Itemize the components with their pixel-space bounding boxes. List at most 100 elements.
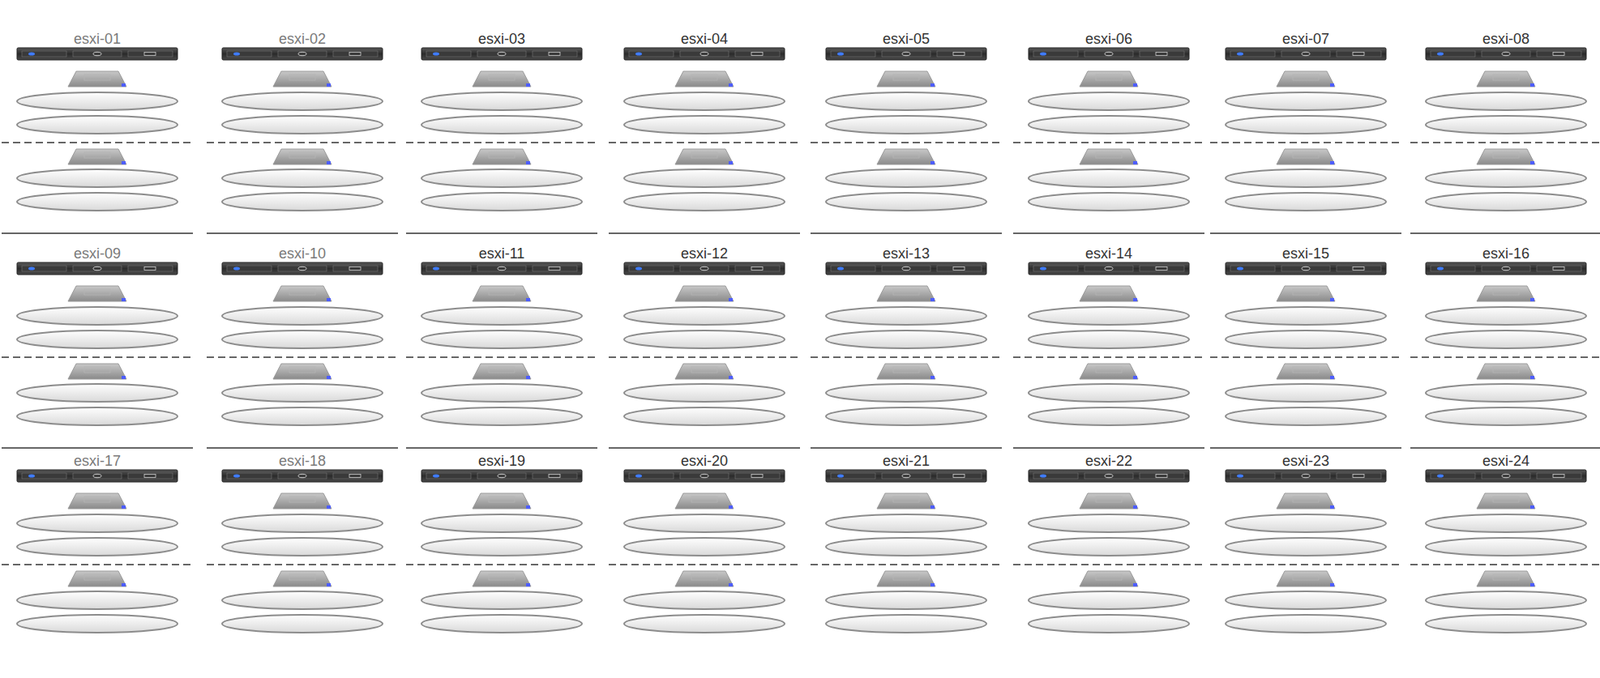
server-port [144, 267, 156, 271]
server-button [298, 266, 307, 270]
disk-platter [1425, 514, 1587, 533]
disk-platter [421, 538, 582, 557]
server-panel [128, 51, 173, 57]
server-panel [1084, 265, 1134, 272]
server-led [1236, 474, 1244, 479]
group-separator [206, 141, 398, 144]
server-panel [1033, 265, 1079, 272]
esxi-host: esxi-06 [1011, 30, 1207, 266]
server-port [548, 52, 561, 56]
host-label: esxi-12 [607, 245, 802, 262]
chip-led [1530, 505, 1535, 510]
disk-platter [1028, 92, 1190, 111]
chip-mark [289, 152, 316, 159]
disk-platter [1425, 615, 1587, 634]
ssd-chip [472, 363, 531, 380]
chip-led [728, 505, 733, 510]
row-separator [1013, 232, 1205, 235]
server-panel [426, 473, 471, 480]
server-button [1501, 51, 1511, 56]
ssd-chip [68, 571, 127, 587]
disk-platter [222, 384, 383, 403]
row-separator [1, 232, 193, 235]
chip-mark [84, 367, 111, 373]
group-separator [1013, 141, 1205, 144]
server-bar [624, 262, 785, 275]
server-led [1437, 267, 1444, 271]
server-port [751, 267, 763, 271]
server-panel [628, 473, 674, 480]
disk-platter [1028, 514, 1190, 533]
chip-mark [289, 74, 316, 81]
server-panel [628, 265, 674, 272]
ssd-chip [273, 571, 332, 587]
host-label: esxi-01 [0, 30, 195, 48]
host-illustration [1208, 453, 1404, 678]
server-panel [680, 473, 729, 480]
host-illustration [1011, 30, 1207, 266]
chip-led [1530, 83, 1535, 87]
ssd-chip [1276, 493, 1335, 510]
host-illustration [607, 30, 802, 266]
chip-led [121, 83, 126, 87]
server-panel [1536, 51, 1582, 57]
chip-mark [691, 367, 718, 373]
server-bar [1225, 470, 1387, 483]
host-illustration [0, 30, 195, 266]
esxi-host: esxi-13 [808, 245, 1004, 481]
server-button [1301, 474, 1310, 478]
server-panel [532, 51, 578, 57]
host-label: esxi-17 [0, 453, 195, 470]
chip-led [1133, 298, 1138, 302]
disk-platter [825, 307, 987, 326]
row-separator [1, 447, 193, 450]
server-bar [222, 470, 383, 483]
esxi-host: esxi-07 [1208, 30, 1404, 266]
server-led [837, 52, 844, 56]
chip-led [121, 505, 126, 510]
host-label: esxi-23 [1208, 453, 1404, 470]
server-panel [128, 265, 173, 272]
ssd-chip [68, 71, 127, 87]
server-bar [825, 47, 987, 60]
disk-platter [222, 407, 383, 426]
host-label: esxi-18 [205, 453, 400, 470]
chip-mark [488, 74, 515, 81]
esxi-host: esxi-14 [1011, 245, 1207, 481]
chip-mark [289, 496, 316, 503]
disk-platter [222, 115, 383, 134]
server-panel [426, 51, 471, 57]
disk-platter [421, 115, 582, 134]
server-panel [628, 51, 674, 57]
host-label: esxi-08 [1408, 30, 1600, 48]
ssd-chip [1276, 149, 1335, 165]
disk-platter [624, 169, 785, 188]
group-separator [206, 356, 398, 359]
esxi-host: esxi-19 [404, 453, 599, 678]
disk-platter [222, 615, 383, 634]
row-separator [1210, 447, 1402, 450]
chip-mark [488, 496, 515, 503]
server-bar [1225, 47, 1387, 60]
group-separator [1210, 141, 1402, 144]
server-button [1501, 266, 1511, 270]
esxi-host: esxi-09 [0, 245, 195, 481]
server-panel [881, 473, 931, 480]
host-illustration [1408, 30, 1600, 266]
esxi-host: esxi-15 [1208, 245, 1404, 481]
disk-platter [421, 407, 582, 426]
ssd-chip [1079, 363, 1138, 380]
chip-mark [1493, 74, 1519, 81]
chip-mark [1292, 152, 1319, 159]
row-separator [206, 232, 398, 235]
chip-led [1330, 376, 1335, 380]
disk-platter [222, 192, 383, 211]
server-port [349, 474, 361, 479]
disk-platter [1425, 591, 1587, 610]
chip-led [326, 376, 331, 380]
disk-platter [1028, 538, 1190, 557]
chip-mark [691, 496, 718, 503]
server-bar [1028, 47, 1190, 60]
server-panel [1430, 265, 1476, 272]
disk-platter [1425, 538, 1587, 557]
